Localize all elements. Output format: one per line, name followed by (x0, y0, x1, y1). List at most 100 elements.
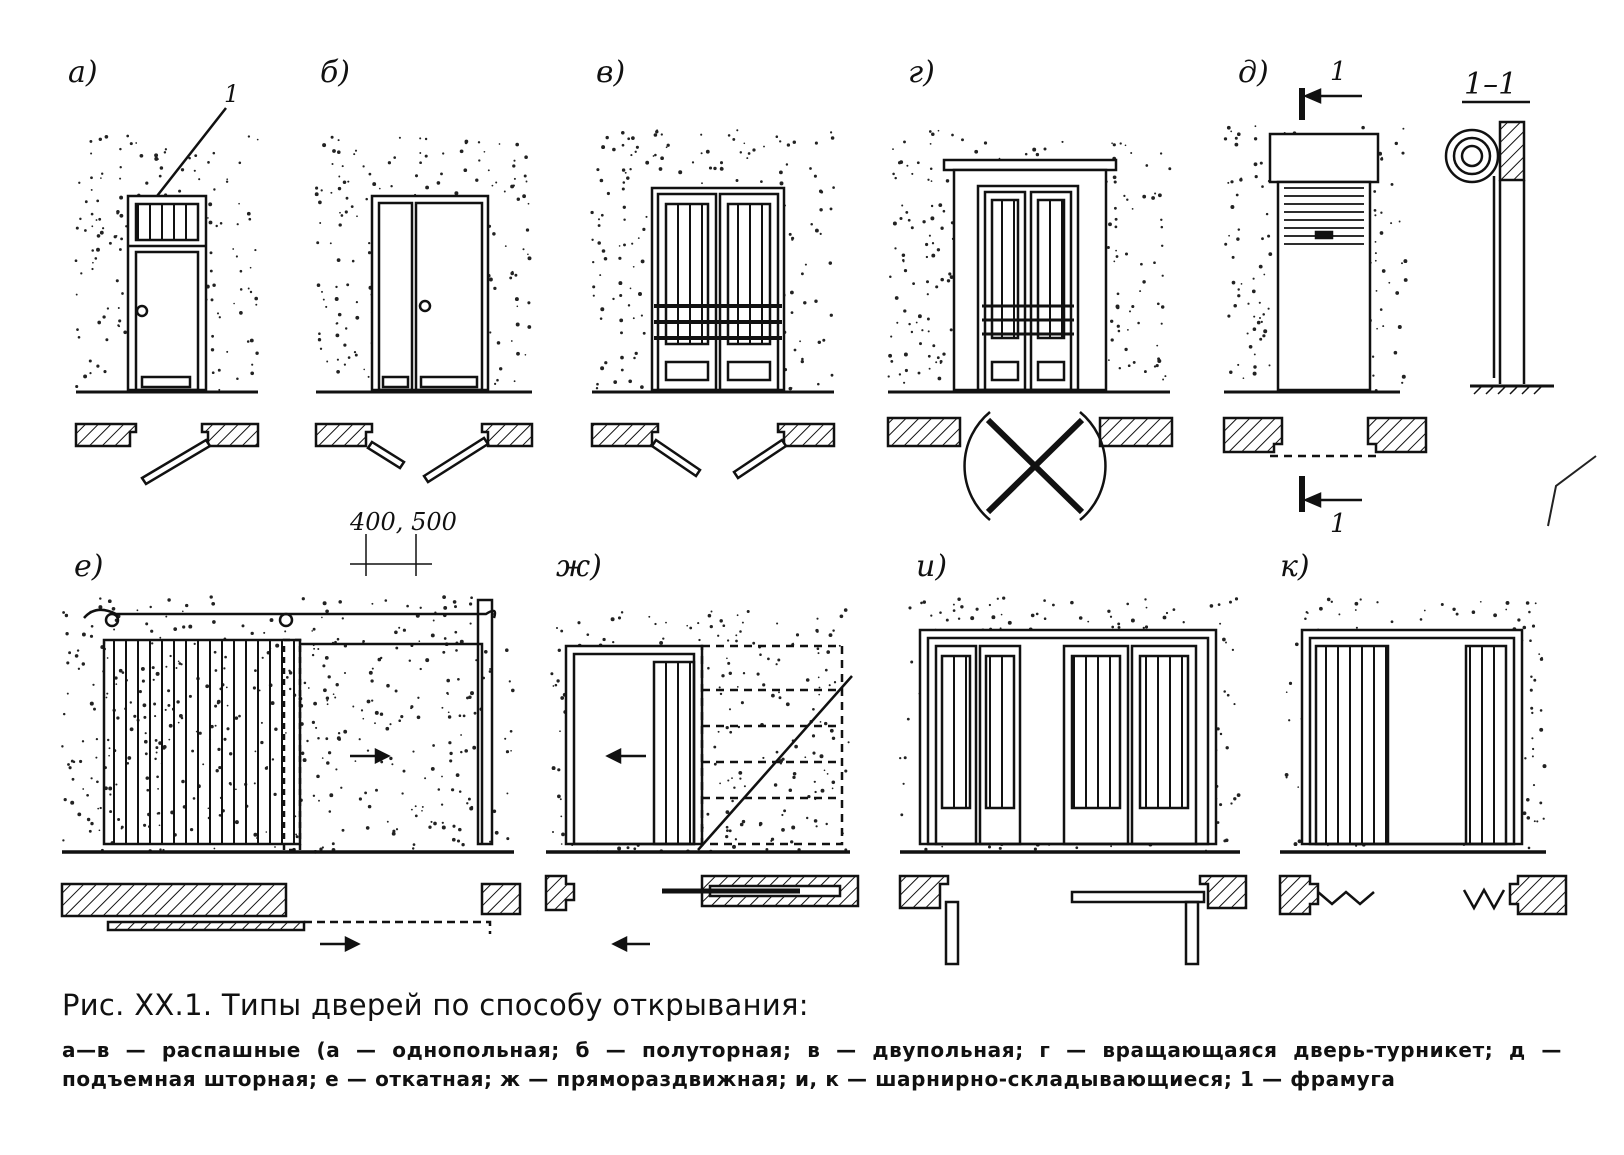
door-frame (370, 194, 490, 392)
wide-leaf-plan (422, 436, 490, 484)
narrow-leaf (377, 201, 414, 392)
kick-plate-wide (419, 375, 479, 389)
panel-d-rolling-shutter-door: д) 1 1 (1222, 55, 1428, 539)
section-mark-bottom: 1 (1330, 509, 1347, 539)
left-leaf (656, 192, 718, 392)
panel-label-k: к) (1280, 549, 1310, 584)
section-label: 1–1 (1464, 67, 1517, 102)
wall-section-right (200, 422, 260, 448)
figure-caption-body: а—в — распашные (а — однопольная; б — по… (62, 1038, 1562, 1091)
wall-section-right (1098, 416, 1174, 448)
ornamental-grille (654, 304, 782, 340)
panel-k-accordion-door: к) (1278, 549, 1568, 916)
right-glazing (1036, 198, 1066, 340)
pocket-shelves-dashed (702, 688, 842, 800)
folded-leaf-plan (1184, 900, 1200, 966)
slide-arrow-head (605, 747, 622, 765)
wall-section-right (480, 882, 522, 916)
jamb-section (544, 874, 576, 912)
drum-arc-left (963, 411, 991, 521)
panel-label-e: е) (74, 549, 103, 584)
folding-panel-left (1314, 644, 1390, 846)
door-knob (418, 299, 432, 313)
accordion-fold-plan (1317, 890, 1375, 906)
left-bottom-panel (664, 360, 710, 382)
panel-label-zh: ж) (556, 549, 602, 584)
shutter-box (1268, 132, 1380, 184)
wall-section-left (1222, 416, 1284, 454)
right-leaf (718, 192, 780, 392)
wall-section-left (898, 874, 950, 910)
glazing-1 (940, 654, 972, 810)
panel-i-folding-hinged-door: и) (898, 549, 1248, 966)
section-arrow-head (1302, 88, 1322, 104)
plan-arrow-head (611, 935, 628, 953)
plan-arrow-head (344, 935, 361, 953)
swing-leaf-plan (140, 438, 212, 486)
panel-label-g: г) (908, 55, 935, 90)
wall-section-right (480, 422, 534, 448)
folded-leaf-plan (944, 900, 960, 966)
figure-caption-title: Рис. XX.1. Типы дверей по способу открыв… (62, 988, 809, 1022)
glazing-2 (984, 654, 1016, 810)
panel-label-a: а) (68, 55, 98, 90)
wall-section-left (74, 422, 138, 448)
dimension-label: 400, 500 (349, 508, 457, 536)
accordion-fold-plan (1462, 887, 1506, 911)
panel-label-d: д) (1238, 55, 1269, 90)
diagonal-cut-line (697, 675, 853, 851)
rail-roller (278, 612, 294, 628)
door-frame (976, 184, 1080, 392)
panel-a-single-leaf-door: а) 1 (68, 55, 260, 486)
right-bottom-panel (726, 360, 772, 382)
door-opening (1308, 636, 1516, 846)
transom-window (134, 202, 200, 242)
door-opening-frame (300, 642, 484, 844)
panel-label-b: б) (320, 55, 350, 90)
slide-arrow-head (374, 747, 391, 765)
section-1-1-view: 1–1 (1444, 67, 1554, 395)
left-leaf (983, 190, 1027, 392)
panel-b-one-and-half-door: б) (314, 55, 534, 484)
door-post (476, 598, 494, 846)
turnstile-wing (985, 417, 1038, 469)
turnstile-wing (1032, 417, 1085, 469)
rail-roller (104, 612, 120, 628)
folding-panel-right (1464, 644, 1508, 846)
turnstile-wing (985, 463, 1038, 515)
leaf-1 (934, 644, 978, 846)
wall-section-left (314, 422, 374, 448)
section-arrow-head (1302, 492, 1322, 508)
kick-plate-narrow (381, 375, 410, 389)
shutter-roll-coil (1452, 136, 1492, 176)
leaf-4 (1130, 644, 1198, 846)
panel-zh-pocket-sliding-door: ж) (544, 549, 860, 953)
kick-plate (140, 375, 192, 389)
panel-label-v: в) (596, 55, 625, 90)
wall-section-left (1278, 874, 1320, 916)
callout-leader-line (149, 107, 227, 206)
left-bottom-panel (990, 360, 1020, 382)
shutter-roll-coil (1460, 144, 1484, 168)
sliding-door-leaf (102, 638, 302, 846)
right-leaf (1029, 190, 1073, 392)
wall-section-right (1198, 874, 1248, 910)
glazing-4 (1138, 654, 1190, 810)
lintel-section (1498, 120, 1526, 182)
right-leaf-plan (732, 438, 788, 480)
drum-arc-right (1079, 411, 1107, 521)
door-knob (135, 304, 149, 318)
door-opening (1276, 180, 1372, 392)
door-leaf (134, 250, 200, 392)
check-mark-annotation (1547, 455, 1597, 527)
panel-label-i: и) (916, 549, 947, 584)
ground-hatch (1473, 385, 1543, 395)
door-leaf-edge-dashed (282, 638, 302, 852)
wall-section-left (60, 882, 288, 918)
right-bottom-panel (1036, 360, 1066, 382)
open-position-dashed (304, 920, 492, 934)
shutter-handle (1314, 230, 1334, 240)
wall-section-right (1366, 416, 1428, 454)
wall-section-left (590, 422, 660, 448)
